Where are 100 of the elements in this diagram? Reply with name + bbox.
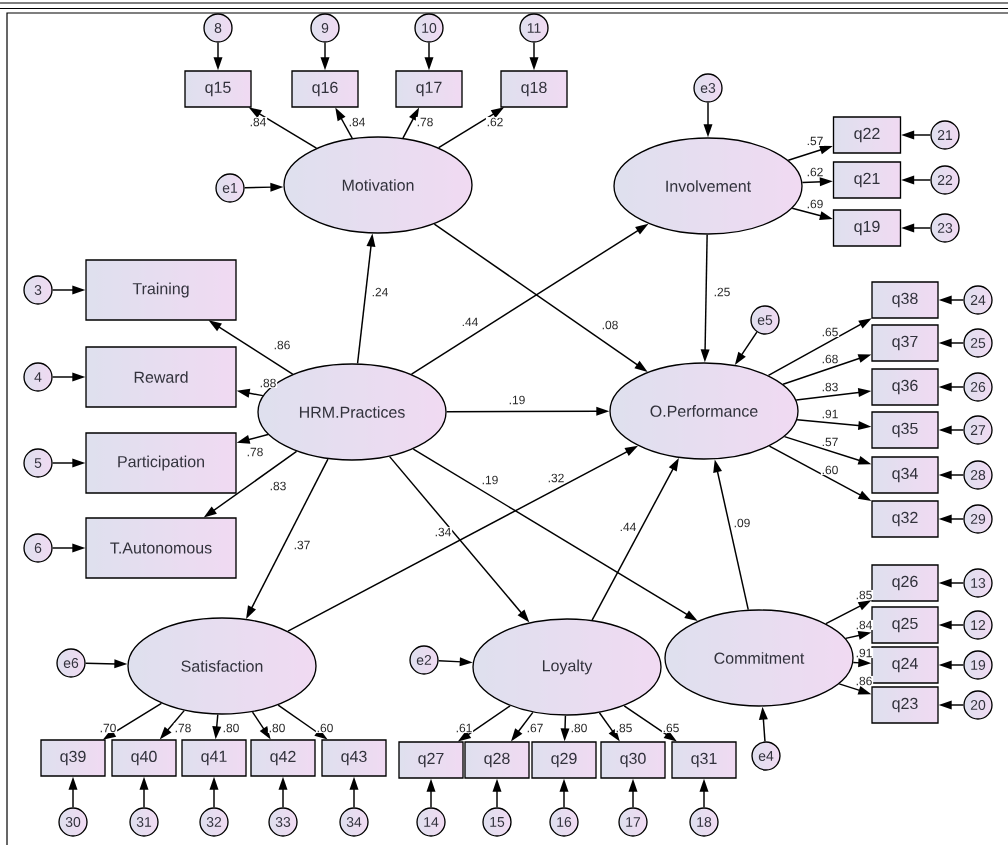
arrow — [278, 776, 288, 809]
edge-label: .83 — [268, 480, 288, 492]
edge-label: .91 — [854, 647, 874, 659]
indicator-box: Participation — [85, 432, 237, 494]
indicator-box: q41 — [181, 739, 247, 777]
arrow — [938, 660, 965, 670]
indicator-box: q22 — [832, 116, 902, 154]
edge-label: .86 — [854, 675, 874, 687]
arrow — [787, 145, 833, 161]
arrow — [623, 705, 677, 742]
arrow — [437, 107, 505, 149]
indicator-box: q32 — [871, 500, 939, 538]
arrow — [782, 354, 872, 385]
arrow — [51, 458, 86, 468]
edge-label: .84 — [248, 116, 268, 128]
indicator-box: q18 — [500, 70, 568, 108]
indicator-box: q26 — [871, 564, 939, 602]
arrow — [758, 706, 768, 743]
arrow — [236, 388, 264, 398]
indicator-box: q34 — [871, 456, 939, 494]
edge-label: .68 — [820, 353, 840, 365]
indicator-box: q28 — [464, 741, 530, 779]
arrow — [445, 406, 610, 416]
edge-label: .83 — [820, 381, 840, 393]
arrow — [796, 419, 872, 431]
arrow — [251, 711, 271, 740]
arrow — [402, 107, 420, 139]
edge-label: .32 — [546, 472, 566, 484]
arrow — [938, 620, 965, 630]
arrow — [159, 709, 185, 740]
indicator-box: q35 — [871, 411, 939, 449]
arrow — [560, 714, 570, 742]
edge-label: .24 — [370, 287, 390, 297]
arrow — [901, 175, 932, 185]
indicator-box: q39 — [40, 739, 106, 777]
arrow — [68, 776, 78, 809]
arrow — [84, 659, 128, 669]
arrow — [213, 41, 223, 71]
edge-label: .19 — [480, 474, 500, 486]
arrow — [938, 578, 965, 588]
arrow — [492, 778, 502, 809]
arrow — [212, 713, 222, 740]
indicator-box: q29 — [531, 741, 597, 779]
arrow — [529, 41, 539, 71]
arrow — [424, 41, 434, 71]
edge-label: .91 — [820, 408, 840, 420]
arrow — [844, 631, 872, 640]
arrow — [699, 778, 709, 809]
edge-label: .80 — [221, 722, 241, 734]
edge-label: .34 — [433, 526, 453, 538]
edge-label: .80 — [267, 722, 287, 734]
arrow — [938, 700, 965, 710]
indicator-box: q21 — [832, 161, 902, 199]
edge-label: .67 — [525, 722, 545, 734]
indicator-box: q30 — [600, 741, 666, 779]
arrow — [412, 448, 698, 621]
arrow — [139, 776, 149, 809]
arrow — [734, 331, 758, 365]
edge-label: .69 — [805, 198, 825, 210]
arrow — [598, 711, 620, 742]
arrow — [801, 177, 833, 187]
arrow — [791, 207, 833, 220]
indicator-box: q17 — [395, 70, 463, 108]
arrow — [795, 388, 872, 401]
arrow — [852, 658, 872, 668]
edge-label: .61 — [454, 722, 474, 734]
indicator-box: q23 — [871, 686, 939, 724]
arrow — [51, 543, 86, 553]
arrow — [203, 450, 298, 518]
arrow — [426, 778, 436, 809]
edge-label: .65 — [661, 722, 681, 734]
arrow — [356, 233, 376, 365]
arrow — [388, 455, 530, 623]
arrow — [335, 107, 353, 139]
arrow — [768, 445, 872, 501]
arrow — [938, 514, 965, 524]
arrow — [320, 41, 330, 71]
indicator-box: q37 — [871, 324, 939, 362]
edge-label: .78 — [415, 116, 435, 128]
indicator-box: q31 — [671, 741, 737, 779]
arrow — [102, 702, 163, 740]
edge-label: .44 — [618, 522, 638, 532]
arrow — [246, 458, 329, 619]
edge-label: .60 — [315, 722, 335, 734]
indicator-box: q24 — [871, 646, 939, 684]
edge-label: .62 — [485, 116, 505, 128]
indicator-box: q27 — [398, 741, 464, 779]
arrow — [248, 107, 318, 149]
indicator-box: q19 — [832, 209, 902, 247]
arrow — [349, 776, 359, 809]
arrow — [825, 600, 872, 625]
edge-label: .88 — [258, 377, 278, 389]
edge-label: .57 — [820, 437, 840, 447]
arrow — [938, 425, 965, 435]
arrow — [700, 233, 710, 363]
edge-label: .44 — [460, 317, 480, 327]
edge-label: .86 — [272, 339, 292, 351]
arrow — [51, 372, 86, 382]
indicator-box: q16 — [291, 70, 359, 108]
arrow — [243, 182, 284, 192]
